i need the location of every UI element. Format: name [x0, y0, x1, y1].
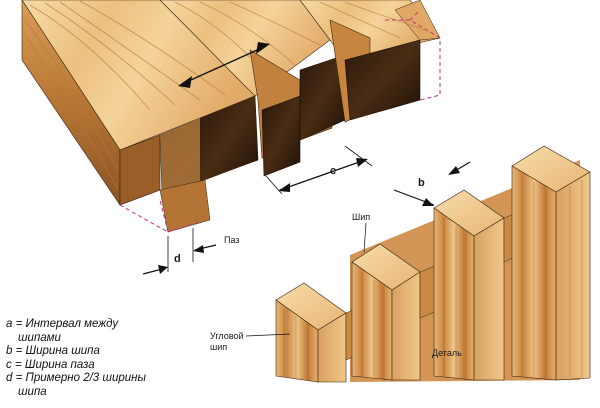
dashed-outline: [119, 9, 441, 233]
legend-a-cont: шипами: [18, 331, 61, 344]
legend-d-cont: шипа: [18, 385, 47, 398]
label-uglovoy-line2: шип: [210, 342, 227, 352]
legend-d: d = Примерно 2/3 ширины: [6, 372, 146, 384]
label-uglovoy-line1: Угловой: [210, 331, 243, 341]
label-paz: Паз: [224, 235, 240, 245]
dimension-c: c: [265, 145, 373, 195]
legend-a: a = Интервал между: [6, 318, 119, 330]
lower-board: [275, 145, 591, 383]
dimension-a: [178, 42, 270, 88]
legend-b: b = Ширина шипа: [6, 345, 100, 357]
label-c: c: [330, 165, 336, 177]
label-b: b: [418, 177, 425, 189]
legend-c: c = Ширина паза: [6, 358, 95, 371]
label-ship: Шип: [352, 212, 370, 222]
dimension-b: b: [393, 161, 471, 206]
finger-middle: [159, 0, 346, 177]
pin-4: [511, 145, 591, 381]
label-detal: Деталь: [432, 348, 462, 358]
corner-pin: [275, 282, 347, 383]
legend: a = Интервал между шипами b = Ширина шип…: [6, 318, 196, 399]
dimension-d: d: [142, 228, 217, 275]
label-d: d: [174, 253, 181, 265]
upper-board: [21, 0, 441, 233]
